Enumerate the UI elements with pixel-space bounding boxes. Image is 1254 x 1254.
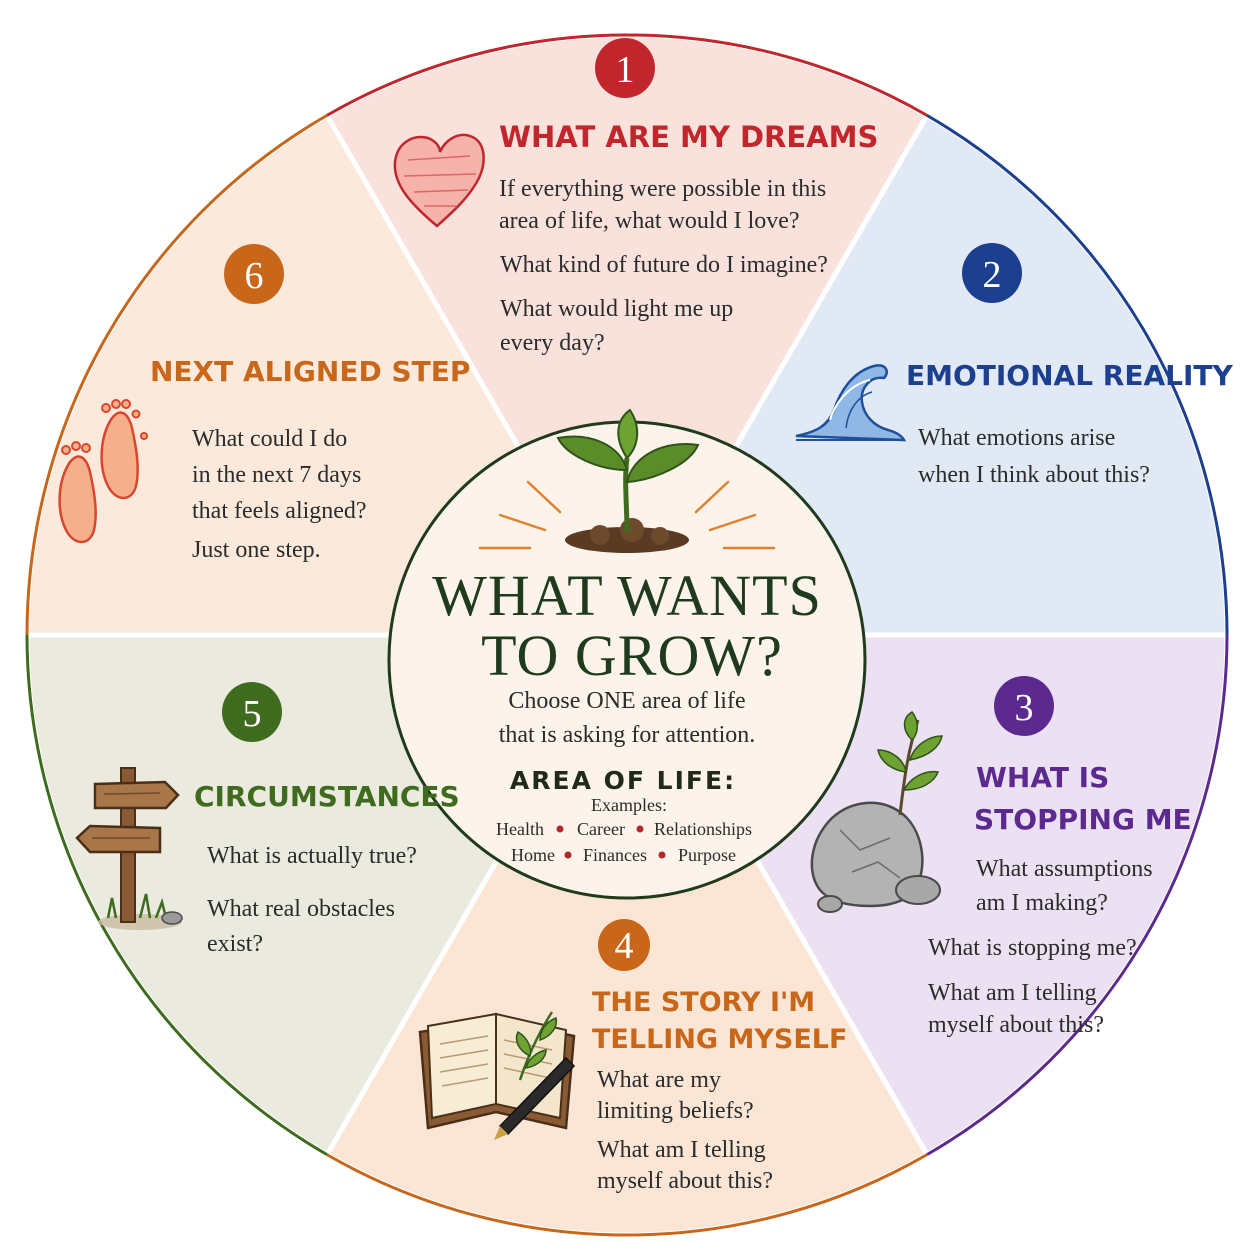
footprints-icon: [58, 399, 148, 544]
example-item: Relationships: [654, 819, 752, 839]
signpost-icon: [75, 767, 183, 930]
segment-4-rim: [326, 1153, 928, 1237]
examples-label: Examples:: [591, 795, 667, 815]
segment-3-number-badge: [994, 676, 1054, 736]
bullet-dot: [658, 851, 666, 859]
segment-3-number: 3: [1015, 687, 1034, 729]
center-title-line1: WHAT WANTS: [432, 563, 822, 628]
segment-3-question: What am I telling: [928, 980, 1097, 1006]
segment-2-rim: [926, 114, 1229, 636]
segment-2-question: What emotions arise: [918, 425, 1115, 451]
segment-2-number-badge: [962, 243, 1022, 303]
segment-5: 5 CIRCUMSTANCES What is actually true? W…: [75, 682, 460, 957]
segment-3-question: What assumptions: [976, 856, 1153, 882]
rim-arcs: [25, 33, 1229, 1237]
segment-1-question: area of life, what would I love?: [499, 208, 800, 234]
segment-6-question: What could I do: [192, 426, 347, 452]
segment-3-heading-line2: STOPPING ME: [974, 803, 1192, 836]
rock-sprout-icon: [810, 711, 943, 913]
segment-5-heading: CIRCUMSTANCES: [194, 780, 460, 813]
segment-4-heading-line2: TELLING MYSELF: [592, 1024, 847, 1055]
example-item: Career: [577, 819, 625, 839]
segment-4-number: 4: [615, 925, 634, 967]
example-item: Purpose: [678, 845, 736, 865]
segment-2-number: 2: [983, 254, 1002, 296]
center-subtitle-line1: Choose ONE area of life: [508, 688, 745, 714]
wave-icon: [795, 364, 907, 442]
bullet-dot: [564, 851, 572, 859]
segment-6-question: Just one step.: [192, 537, 321, 563]
segment-2-heading: EMOTIONAL REALITY: [906, 359, 1234, 392]
segment-2-question: when I think about this?: [918, 462, 1150, 488]
segment-3-question: What is stopping me?: [928, 935, 1137, 961]
segment-5-number: 5: [243, 693, 262, 735]
segment-5-rim: [25, 634, 328, 1156]
segment-6-question: in the next 7 days: [192, 462, 361, 488]
examples-row-2: Home Finances Purpose: [511, 845, 736, 865]
bullet-dot: [556, 825, 564, 833]
heart-icon: [393, 133, 485, 228]
segment-5-number-badge: [222, 682, 282, 742]
segment-5-question: exist?: [207, 931, 263, 957]
segment-1-heading: WHAT ARE MY DREAMS: [499, 120, 878, 154]
segment-6-heading: NEXT ALIGNED STEP: [150, 355, 470, 388]
segment-3-question: am I making?: [976, 890, 1108, 916]
example-item: Home: [511, 845, 555, 865]
segment-3-heading-line1: WHAT IS: [976, 761, 1109, 794]
center-subtitle-line2: that is asking for attention.: [499, 722, 756, 748]
segment-5-question: What is actually true?: [207, 843, 417, 869]
segment-2: 2 EMOTIONAL REALITY What emotions arise …: [795, 243, 1234, 488]
segment-1-question: What would light me up: [500, 296, 733, 322]
segment-6-rim: [25, 114, 328, 636]
examples-row-1: Health Career Relationships: [496, 819, 752, 839]
segment-4-question: myself about this?: [597, 1168, 773, 1194]
segment-1-question: What kind of future do I imagine?: [500, 252, 828, 278]
example-item: Health: [496, 819, 544, 839]
segment-4-question: What are my: [597, 1067, 721, 1093]
segment-1-question: If everything were possible in this: [499, 176, 826, 202]
segment-1: 1 WHAT ARE MY DREAMS If everything were …: [393, 38, 878, 356]
area-of-life-label: AREA OF LIFE:: [510, 766, 736, 795]
segment-6-number: 6: [245, 255, 264, 297]
segment-1-number: 1: [616, 49, 635, 91]
segment-6: 6 NEXT ALIGNED STEP What could I do in t…: [58, 244, 470, 563]
segment-3-rim: [926, 634, 1229, 1156]
segment-4-heading-line1: THE STORY I'M: [592, 987, 815, 1018]
segment-6-question: that feels aligned?: [192, 498, 367, 524]
segment-4: 4 THE STORY I'M TELLING MYSELF What are …: [418, 919, 847, 1194]
segment-5-question: What real obstacles: [207, 896, 395, 922]
segment-4-question: What am I telling: [597, 1137, 766, 1163]
bullet-dot: [636, 825, 644, 833]
example-item: Finances: [583, 845, 647, 865]
segment-1-question: every day?: [500, 330, 605, 356]
segment-1-rim: [326, 33, 928, 117]
sprout-icon: [478, 408, 776, 553]
segment-1-number-badge: [595, 38, 655, 98]
segment-4-number-badge: [598, 919, 650, 971]
segment-6-number-badge: [224, 244, 284, 304]
journal-icon: [418, 1011, 576, 1140]
segment-3: 3 WHAT IS STOPPING ME What assumptions a…: [810, 676, 1192, 1038]
segment-3-question: myself about this?: [928, 1012, 1104, 1038]
segment-4-question: limiting beliefs?: [597, 1098, 754, 1124]
center-title-line2: TO GROW?: [481, 623, 783, 688]
